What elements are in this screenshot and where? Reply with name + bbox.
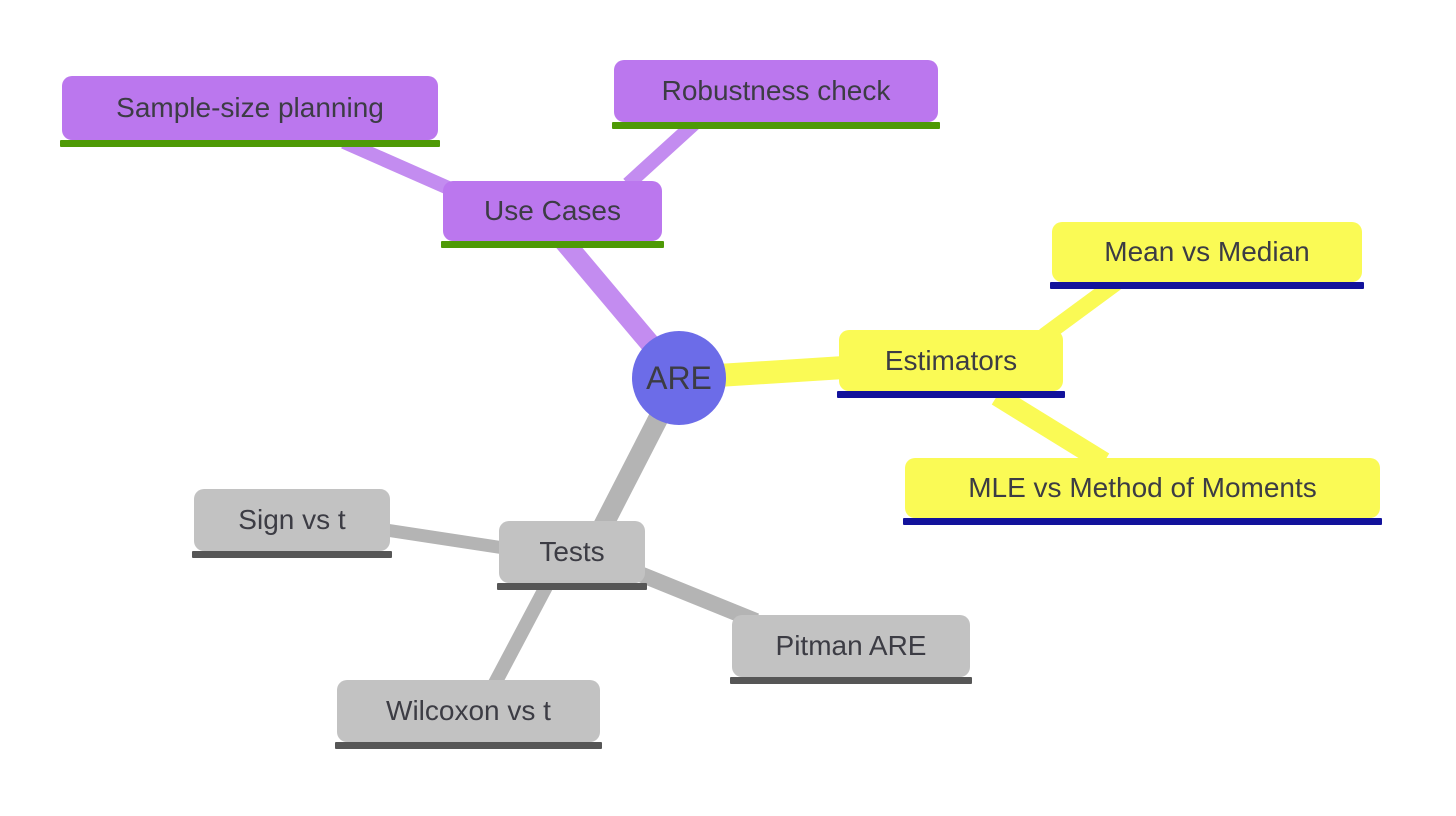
edge-estimators-mean-vs-median [1039,276,1121,343]
node-mean-vs-median-underline [1050,282,1364,289]
node-mean-vs-median[interactable]: Mean vs Median [1050,222,1364,289]
node-sample-size-planning-underline [60,140,440,147]
node-are-root[interactable]: ARE [632,331,726,425]
node-sign-vs-t-label: Sign vs t [238,504,346,535]
node-estimators[interactable]: Estimators [837,330,1065,398]
node-sample-size-planning-label: Sample-size planning [116,92,384,123]
node-pitman-are-underline [730,677,972,684]
node-use-cases-underline [441,241,664,248]
node-mle-vs-method-of-moments[interactable]: MLE vs Method of Moments [903,458,1382,525]
edge-tests-sign-vs-t [385,523,505,555]
node-tests[interactable]: Tests [497,521,647,590]
node-sign-vs-t[interactable]: Sign vs t [192,489,392,558]
edge-tests-wilcoxon-vs-t [487,579,555,689]
node-mle-vs-method-of-moments-underline [903,518,1382,525]
node-mle-vs-method-of-moments-label: MLE vs Method of Moments [968,472,1317,503]
node-estimators-label: Estimators [884,344,1018,376]
node-estimators-underline [837,391,1065,398]
node-are-root-label: ARE [646,359,712,396]
node-use-cases-label: Use Cases [484,195,621,226]
node-pitman-are-label: Pitman ARE [775,630,927,661]
node-wilcoxon-vs-t-underline [335,742,602,749]
node-tests-label: Tests [539,536,605,567]
node-sign-vs-t-underline [192,551,392,558]
edge-tests-pitman-are [636,566,760,629]
node-wilcoxon-vs-t-label: Wilcoxon vs t [386,695,551,726]
node-robustness-check-underline [612,122,940,129]
edge-use-cases-robustness-check [623,118,699,190]
node-wilcoxon-vs-t[interactable]: Wilcoxon vs t [335,680,602,749]
node-sample-size-planning[interactable]: Sample-size planning [60,76,440,147]
node-use-cases[interactable]: Use Cases [441,181,664,248]
node-robustness-check[interactable]: Robustness check [612,60,940,129]
edge-use-cases-sample-size-planning [341,135,465,201]
node-tests-underline [497,583,647,590]
edge-estimators-mle-vs-method-of-moments [991,387,1110,471]
node-pitman-are[interactable]: Pitman ARE [730,615,972,684]
node-mean-vs-median-label: Mean vs Median [1104,236,1310,267]
node-robustness-check-label: Robustness check [661,75,891,106]
